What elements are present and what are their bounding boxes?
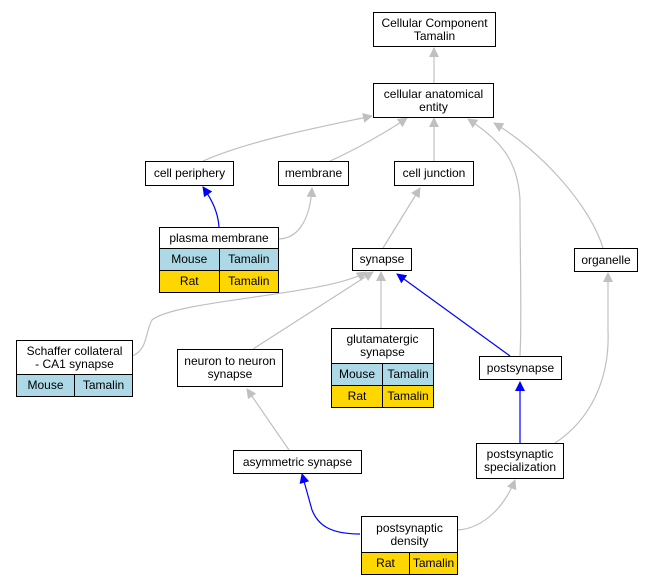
annotation-row-rat: Rat Tamalin — [362, 552, 457, 574]
node-label: synapse — [359, 252, 405, 266]
node-schaffer-collateral[interactable]: Schaffer collateral - CA1 synapse Mouse … — [16, 340, 133, 397]
species-cell: Mouse — [338, 367, 376, 381]
node-label: cell junction — [402, 166, 466, 180]
edge-psd-to-postsynaptic-spec — [457, 479, 517, 531]
node-label: Schaffer collateral - CA1 synapse — [26, 343, 123, 371]
species-cell: Rat — [376, 556, 395, 570]
species-cell: Rat — [347, 389, 367, 403]
node-synapse[interactable]: synapse — [352, 248, 412, 271]
edge-postsynapse-to-cae — [467, 118, 522, 357]
edge-asymmetric-to-neuron-to-neuron — [246, 388, 290, 451]
edge-synapse-to-cell-junction — [382, 187, 421, 249]
annotation-row-mouse: Mouse Tamalin — [17, 374, 132, 396]
gene-cell: Tamalin — [382, 364, 433, 385]
node-label: postsynapse — [486, 360, 555, 375]
node-label: asymmetric synapse — [242, 454, 353, 469]
node-postsynapse[interactable]: postsynapse — [479, 356, 562, 380]
annotation-row-rat: Rat Tamalin — [160, 270, 278, 292]
node-plasma-membrane[interactable]: plasma membrane Mouse Tamalin Rat Tamali… — [159, 227, 279, 293]
gene-cell: Tamalin — [218, 249, 279, 270]
node-label: cell periphery — [153, 166, 226, 180]
node-cell-periphery[interactable]: cell periphery — [145, 161, 234, 186]
edge-schaffer-to-synapse — [131, 271, 367, 357]
edge-organelle-to-cae — [493, 122, 604, 249]
node-label: postsynaptic density — [376, 520, 443, 548]
node-cell-junction[interactable]: cell junction — [394, 161, 474, 186]
node-label: organelle — [581, 252, 631, 267]
gene-cell: Tamalin — [218, 271, 279, 292]
edge-plasma-membrane-to-cell-periphery[interactable] — [202, 186, 220, 228]
annotation-row-mouse: Mouse Tamalin — [332, 363, 433, 385]
node-postsynaptic-specialization[interactable]: postsynaptic specialization — [476, 443, 564, 479]
annotation-row-rat: Rat Tamalin — [332, 385, 433, 407]
node-glutamatergic-synapse[interactable]: glutamatergic synapse Mouse Tamalin Rat … — [331, 328, 434, 408]
node-membrane[interactable]: membrane — [278, 161, 349, 186]
node-cellular-anatomical-entity[interactable]: cellular anatomical entity — [373, 83, 494, 118]
node-postsynaptic-density[interactable]: postsynaptic density Rat Tamalin — [361, 516, 458, 575]
node-label: plasma membrane — [169, 230, 269, 245]
gene-cell: Tamalin — [74, 375, 132, 396]
edge-psd-to-asymmetric[interactable] — [299, 473, 361, 535]
edge-postsynaptic-spec-to-organelle — [554, 272, 613, 444]
edge-plasma-membrane-to-membrane — [277, 187, 317, 240]
node-organelle[interactable]: organelle — [574, 248, 638, 272]
gene-cell: Tamalin — [409, 553, 457, 574]
edge-membrane-to-cae — [329, 117, 408, 162]
node-label: glutamatergic synapse — [346, 332, 419, 359]
node-neuron-to-neuron-synapse[interactable]: neuron to neuron synapse — [177, 349, 283, 387]
node-label: neuron to neuron synapse — [184, 354, 276, 381]
edge-postsynapse-to-synapse[interactable] — [396, 273, 511, 357]
node-label: cellular anatomical entity — [383, 86, 484, 114]
node-label: Cellular Component Tamalin — [381, 15, 488, 43]
node-label: membrane — [284, 166, 343, 180]
species-cell: Rat — [179, 274, 199, 288]
gene-cell: Tamalin — [382, 386, 433, 407]
species-cell: Mouse — [27, 378, 64, 392]
node-label: postsynaptic specialization — [483, 447, 557, 474]
node-asymmetric-synapse[interactable]: asymmetric synapse — [233, 450, 362, 474]
annotation-row-mouse: Mouse Tamalin — [160, 248, 278, 270]
species-cell: Mouse — [171, 252, 208, 266]
edge-cell-periphery-to-cae — [202, 112, 373, 162]
node-cellular-component[interactable]: Cellular Component Tamalin — [373, 12, 496, 47]
edge-neuron-to-neuron-to-synapse — [252, 271, 374, 350]
